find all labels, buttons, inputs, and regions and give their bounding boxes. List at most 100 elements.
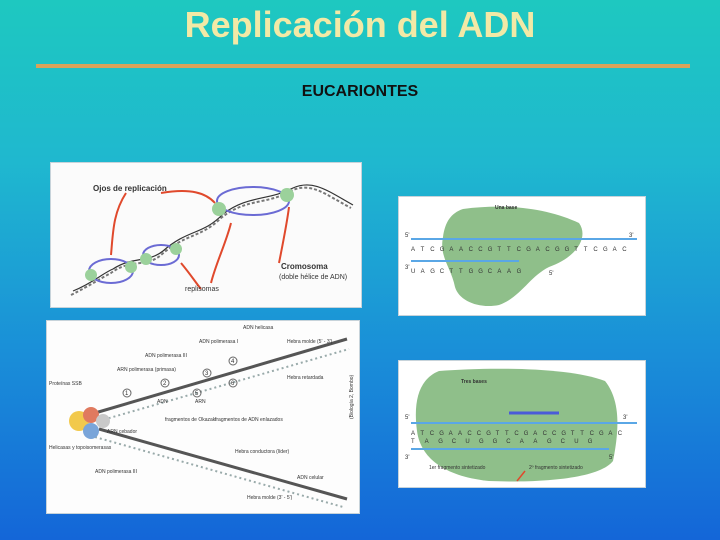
- base-letter: G: [561, 431, 566, 437]
- label-arn-cebador: ARN cebador: [107, 429, 137, 435]
- base-letter: G: [517, 269, 522, 275]
- base-letter: A: [497, 269, 501, 275]
- base-letter: T: [507, 247, 511, 253]
- step-2: 2: [163, 381, 167, 387]
- base-letter: G: [479, 439, 484, 445]
- five-prime-top-1: 5': [405, 233, 409, 239]
- five-prime-top-2: 5': [405, 415, 409, 421]
- base-letter: C: [477, 431, 482, 437]
- base-letter: A: [608, 431, 612, 437]
- base-letter: T: [497, 247, 501, 253]
- base-letter: T: [421, 247, 425, 253]
- label-adn-polimerasa-iii-bottom: ADN polimerasa III: [95, 469, 137, 475]
- base-letter: A: [449, 247, 453, 253]
- label-replisomas: replisomas: [185, 286, 219, 293]
- base-letter: G: [547, 439, 552, 445]
- base-letter: T: [584, 247, 588, 253]
- base-letter: C: [478, 247, 483, 253]
- base-letter: C: [618, 431, 623, 437]
- base-letter: A: [536, 247, 540, 253]
- label-proteinas-ssb: Proteínas SSB: [49, 381, 82, 387]
- base-letter: G: [439, 431, 444, 437]
- base-letter: G: [430, 269, 435, 275]
- label-adn-celular: ADN celular: [297, 475, 324, 481]
- base-letter: C: [561, 439, 566, 445]
- base-letter: T: [411, 439, 415, 445]
- label-adn-helicasa: ADN helicasa: [243, 325, 274, 331]
- base-letter: C: [430, 431, 435, 437]
- base-letter: G: [526, 247, 531, 253]
- base-letter: G: [440, 247, 445, 253]
- label-hebra-molde-bottom: Hebra molde (3' - 5'): [247, 495, 293, 501]
- base-letter: T: [420, 431, 424, 437]
- header-one-base: Una base: [495, 205, 517, 211]
- step-3: 3: [205, 371, 209, 377]
- base-letter: C: [543, 431, 548, 437]
- base-letter: C: [622, 247, 627, 253]
- base-letter: T: [580, 431, 584, 437]
- step-5: 5: [195, 391, 199, 397]
- base-letter: G: [478, 269, 483, 275]
- base-letter: C: [514, 431, 519, 437]
- base-letter: G: [486, 431, 491, 437]
- label-fragmentos-enlazados: fragmentos de ADN enlazados: [215, 417, 283, 423]
- label-arn: ARN: [195, 399, 206, 405]
- base-letter: A: [425, 439, 429, 445]
- base-letter: C: [452, 439, 457, 445]
- base-letter: A: [411, 247, 415, 253]
- base-letter: U: [411, 269, 415, 275]
- base-letter: T: [449, 269, 453, 275]
- base-letter: C: [488, 269, 493, 275]
- label-second-fragment: 2º fragmento sintetizado: [529, 465, 583, 471]
- base-letter: C: [440, 269, 445, 275]
- label-ojos: Ojos de replicación: [93, 184, 167, 193]
- base-letter: T: [459, 269, 463, 275]
- base-letter: U: [465, 439, 469, 445]
- base-letter: T: [496, 431, 500, 437]
- base-letter: U: [574, 439, 578, 445]
- base-letter: G: [488, 247, 493, 253]
- base-letter: C: [593, 247, 598, 253]
- base-letter: G: [555, 247, 560, 253]
- base-letter: C: [506, 439, 511, 445]
- base-letter: G: [588, 439, 593, 445]
- base-letter: T: [505, 431, 509, 437]
- step-1: 1: [125, 391, 129, 397]
- label-arn-polimerasa: ARN polimerasa (primasa): [117, 367, 176, 373]
- label-hebra-conductora: Hebra conductora (líder): [235, 449, 290, 455]
- base-letter: A: [613, 247, 617, 253]
- base-letter: C: [552, 431, 557, 437]
- base-letter: A: [449, 431, 453, 437]
- base-letter: A: [507, 269, 511, 275]
- three-prime-bottom-1: 3': [405, 265, 409, 271]
- five-prime-bottom-1: 5': [549, 271, 553, 277]
- label-hebra-retardada: Hebra retardada: [287, 375, 324, 381]
- slide-subtitle: EUCARIONTES: [301, 83, 419, 100]
- replication-fork-figure: 1 2 3 4 5 6 ADN helicasa ADN polimerasa …: [46, 320, 360, 514]
- label-first-fragment: 1er fragmento sintetizado: [429, 465, 486, 471]
- label-adn-polimerasa-i: ADN polimerasa I: [199, 339, 238, 345]
- base-letter: G: [438, 439, 443, 445]
- base-letter: A: [533, 439, 537, 445]
- label-side-source: (Biología 2, Bombo): [349, 374, 355, 419]
- three-prime-top-1: 3': [629, 233, 633, 239]
- base-letter: T: [574, 247, 578, 253]
- label-adn-polimerasa-iii-top: ADN polimerasa III: [145, 353, 187, 359]
- base-letter: A: [458, 431, 462, 437]
- base-letter: A: [459, 247, 463, 253]
- step-4: 4: [231, 359, 235, 365]
- title-divider: [36, 64, 690, 68]
- base-letter: C: [517, 247, 522, 253]
- label-helicasas: Helicasas y topoisomerasas: [49, 445, 112, 451]
- base-letter: G: [599, 431, 604, 437]
- base-letter: A: [520, 439, 524, 445]
- base-letter: C: [545, 247, 550, 253]
- three-prime-top-2: 3': [623, 415, 627, 421]
- slide-title: Replicación del ADN: [184, 4, 536, 45]
- base-letter: G: [524, 431, 529, 437]
- base-letter: A: [421, 269, 425, 275]
- five-prime-bottom-2: 5': [609, 455, 613, 461]
- label-adn: ADN: [157, 399, 168, 405]
